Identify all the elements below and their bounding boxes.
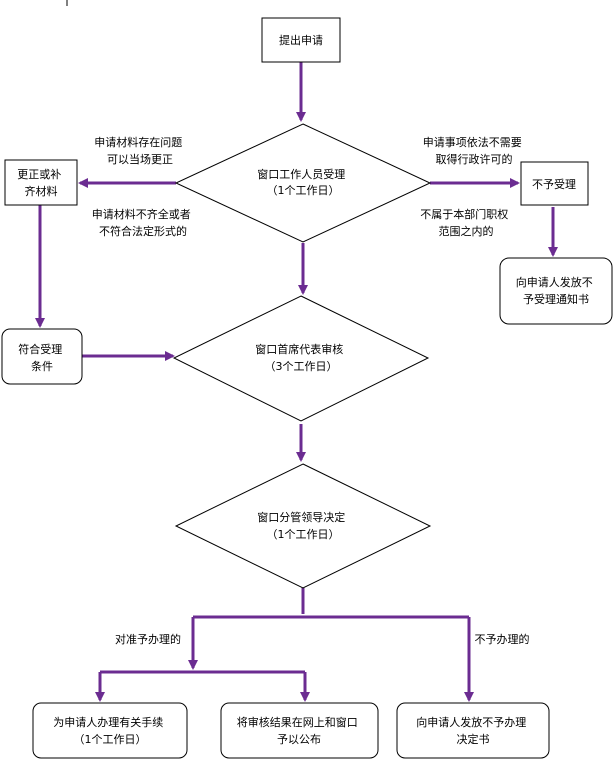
edge-label-incomplete: 申请材料不齐全或者 不符合法定形式的 xyxy=(92,207,195,238)
node-submit xyxy=(261,17,341,63)
node-chief-review-label: 窗口首席代表审核 （3个工作日） xyxy=(255,342,347,373)
node-reject-decision xyxy=(396,702,550,759)
node-leader-decide xyxy=(174,463,432,589)
node-not-accept-notice-label: 向申请人发放不 予受理通知书 xyxy=(516,275,597,306)
node-correct xyxy=(4,159,78,206)
node-not-accept xyxy=(520,161,589,206)
node-correct-label: 更正或补 齐材料 xyxy=(17,168,65,198)
node-meets-conditions xyxy=(1,328,83,385)
node-not-accept-label: 不予受理 xyxy=(532,178,576,191)
node-reject-decision-label: 向申请人发放不予办理 决定书 xyxy=(416,715,530,746)
node-handle-procedures xyxy=(32,702,188,759)
node-leader-decide-label: 窗口分管领导决定 （1个工作日） xyxy=(257,510,349,541)
node-chief-review xyxy=(172,295,430,422)
edge-label-out-of-scope: 不属于本部门职权 范围之内的 xyxy=(420,207,512,238)
edge-label-approve: 对准予办理的 xyxy=(115,632,181,646)
edge-label-reject: 不予办理的 xyxy=(475,632,530,646)
edge-label-no-permit-needed: 申请事项依法不需要 取得行政许可的 xyxy=(423,135,526,166)
node-meets-conditions-label: 符合受理 条件 xyxy=(18,342,66,373)
edge-label-can-correct: 申请材料存在问题 可以当场更正 xyxy=(94,135,186,166)
node-not-accept-notice xyxy=(499,257,613,325)
node-handle-procedures-label: 为申请人办理有关手续 （1个工作日） xyxy=(53,715,167,746)
node-publish xyxy=(220,702,379,759)
node-window-accept xyxy=(174,123,432,243)
node-publish-label: 将审核结果在网上和窗口 予以公布 xyxy=(237,715,362,746)
node-submit-label: 提出申请 xyxy=(279,33,323,47)
node-window-accept-label: 窗口工作人员受理 （1个工作日） xyxy=(257,167,349,197)
